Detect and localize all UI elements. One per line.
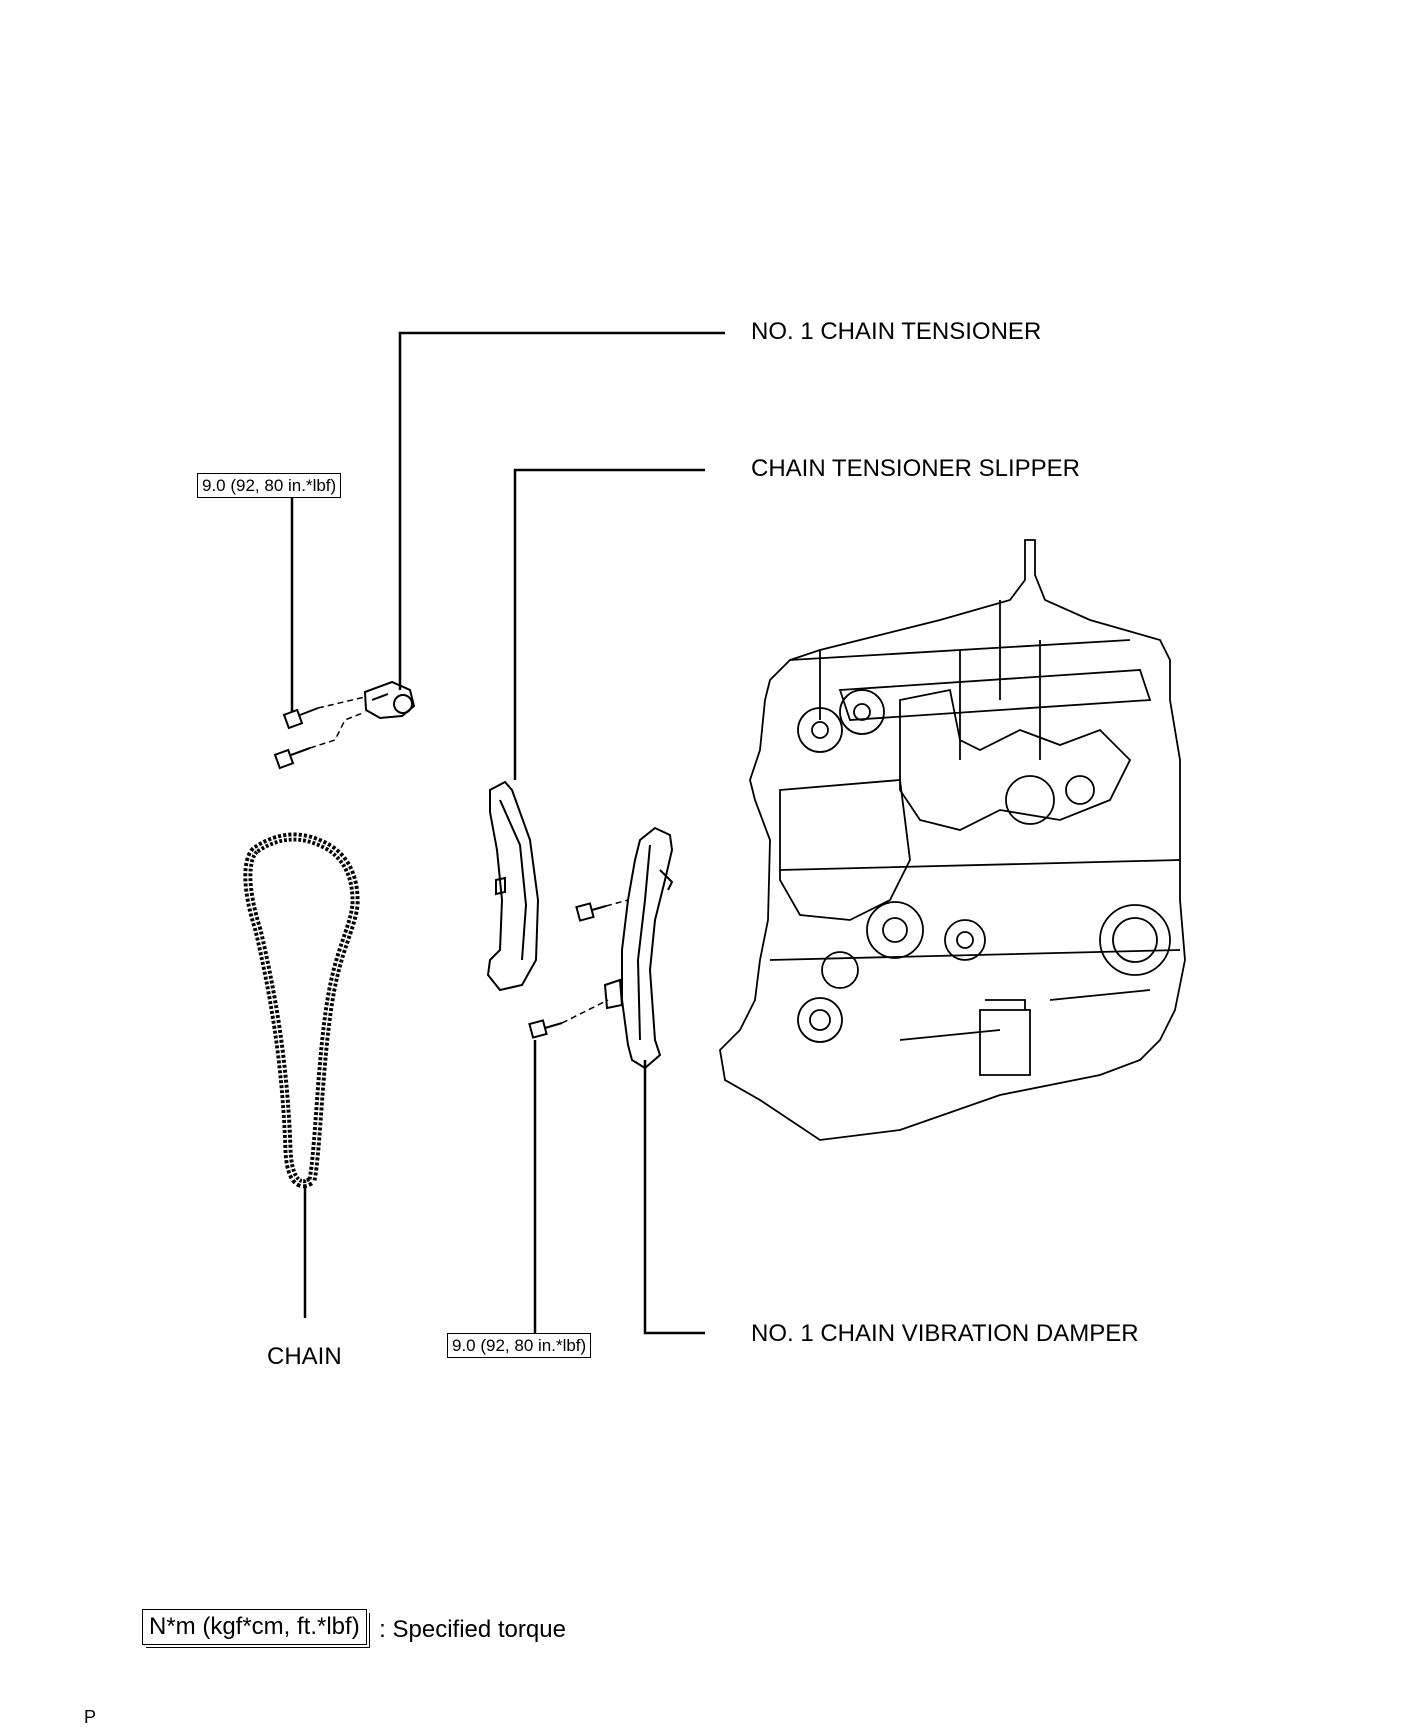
leader-no1-chain-tensioner <box>398 331 725 690</box>
torque-spec-damper-bolt: 9.0 (92, 80 in.*lbf) <box>447 1333 592 1358</box>
damper-bolts <box>528 899 629 1039</box>
label-chain: CHAIN <box>267 1343 342 1370</box>
tensioner-bolts <box>273 696 366 770</box>
legend-box: N*m (kgf*cm, ft.*lbf) <box>142 1609 370 1648</box>
engine-block-illustration <box>719 539 1186 1141</box>
chain-part <box>243 832 360 1189</box>
label-chain-tensioner-slipper: CHAIN TENSIONER SLIPPER <box>751 455 1080 482</box>
footer-code: P <box>84 1707 97 1727</box>
no1-chain-vibration-damper-part <box>603 826 674 1070</box>
torque-legend: N*m (kgf*cm, ft.*lbf) : Specified torque <box>142 1609 566 1648</box>
legend-description: : Specified torque <box>379 1615 566 1643</box>
torque-spec-tensioner-bolt: 9.0 (92, 80 in.*lbf) <box>197 473 342 498</box>
leader-vibration-damper <box>643 1060 705 1335</box>
chain-tensioner-slipper-part <box>486 780 540 992</box>
leader-chain-tensioner-slipper <box>513 468 705 780</box>
leader-lines <box>290 331 725 1335</box>
label-no1-chain-vibration-damper: NO. 1 CHAIN VIBRATION DAMPER <box>751 1320 1139 1347</box>
no1-chain-tensioner-part <box>363 680 416 720</box>
label-no1-chain-tensioner: NO. 1 CHAIN TENSIONER <box>751 318 1042 345</box>
